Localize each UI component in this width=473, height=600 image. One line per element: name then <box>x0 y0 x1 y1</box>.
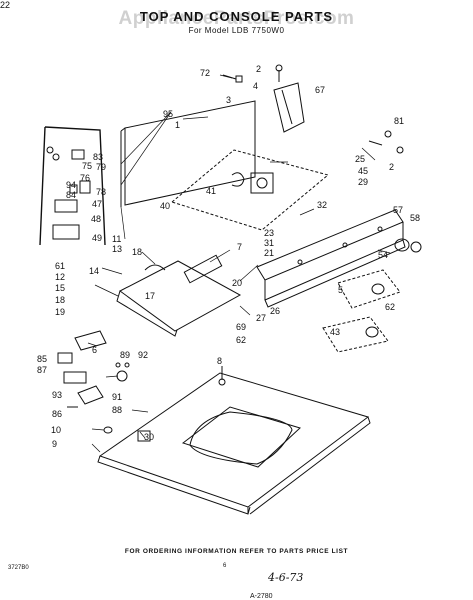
screws-top <box>222 64 404 154</box>
part-label: 67 <box>315 85 326 95</box>
part-label: 89 <box>120 350 131 360</box>
part-label: 40 <box>160 201 171 211</box>
part-label: 32 <box>317 200 328 210</box>
part-label: 18 <box>55 295 66 305</box>
part-label: 30 <box>144 432 155 442</box>
part-label: 91 <box>112 392 123 402</box>
part-label: 93 <box>52 390 63 400</box>
part-label: 4 <box>253 81 259 91</box>
part-label: 48 <box>91 214 102 224</box>
part-label: 2 <box>389 162 395 172</box>
part-label: 10 <box>51 425 62 435</box>
model-line: For Model LDB 7750W0 <box>188 26 285 35</box>
part-label: 26 <box>270 306 281 316</box>
part-label: 27 <box>256 313 267 323</box>
watermark: AppliancePartsPros.com <box>118 8 355 29</box>
part-label: 3 <box>226 95 232 105</box>
timer-motor <box>231 172 274 194</box>
part-label: 69 <box>236 322 247 332</box>
foot-30 <box>103 426 113 434</box>
part-label: 31 <box>264 238 275 248</box>
part-label: 23 <box>264 228 275 238</box>
knob-box-upper <box>337 269 401 309</box>
part-label: 22 <box>0 0 11 10</box>
part-label: 87 <box>37 365 48 375</box>
knob-box-lower <box>322 316 389 353</box>
part-label: 72 <box>200 68 211 78</box>
part-label: 76 <box>80 173 91 183</box>
part-label: 41 <box>206 186 217 196</box>
part-label: 6 <box>92 345 98 355</box>
part-label: 5 <box>338 285 344 295</box>
part-label: 75 <box>82 161 93 171</box>
part-label: 92 <box>138 350 149 360</box>
part-label: 29 <box>358 177 369 187</box>
control-bracket <box>256 209 406 308</box>
part-label: 49 <box>92 233 103 243</box>
part-label: 84 <box>66 190 77 200</box>
part-label: 9 <box>52 439 58 449</box>
dashed-cover-panel <box>170 149 330 231</box>
part-label: 62 <box>236 335 247 345</box>
console-back-panel <box>120 100 256 207</box>
knob-lower <box>365 326 379 338</box>
page-title: TOP AND CONSOLE PARTS <box>139 9 334 24</box>
part-label: 12 <box>55 272 66 282</box>
part-label: 21 <box>264 248 275 258</box>
console-lid <box>116 254 242 337</box>
part-label: 1 <box>175 120 181 130</box>
part-label: 88 <box>112 405 123 415</box>
part-label: 78 <box>96 187 107 197</box>
bracket-part <box>273 82 305 133</box>
part-label: 94 <box>66 180 77 190</box>
part-label: 62 <box>385 302 396 312</box>
part-label: 61 <box>55 261 66 271</box>
knob-upper <box>371 283 385 295</box>
component-inset <box>39 126 106 246</box>
part-label: 54 <box>378 250 389 260</box>
part-label: 83 <box>93 152 104 162</box>
part-label: 19 <box>55 307 66 317</box>
part-label: 85 <box>37 354 48 364</box>
part-label: 86 <box>52 409 63 419</box>
part-label: 2 <box>256 64 262 74</box>
document-code: 3727B0 <box>8 565 29 571</box>
leader-lines <box>87 74 391 453</box>
inset-components <box>46 146 91 240</box>
part-label: 81 <box>394 116 405 126</box>
part-label: 7 <box>237 242 243 252</box>
part-label: 13 <box>112 244 123 254</box>
left-switches <box>57 330 107 408</box>
part-label: 43 <box>330 327 341 337</box>
ordering-note: FOR ORDERING INFORMATION REFER TO PARTS … <box>124 548 349 555</box>
part-label: 79 <box>96 162 107 172</box>
part-label: 14 <box>89 266 100 276</box>
part-label: 25 <box>355 154 366 164</box>
part-label: 15 <box>55 283 66 293</box>
art-number: A-2780 <box>250 593 273 600</box>
handwritten-note: 4-6-73 <box>268 571 304 584</box>
part-label: 20 <box>232 278 243 288</box>
part-label: 8 <box>217 356 223 366</box>
part-label: 17 <box>145 291 156 301</box>
page-mark: 6 <box>223 563 227 569</box>
control-knobs <box>394 238 422 253</box>
part-label: 57 <box>393 205 404 215</box>
small-parts-92-93 <box>115 362 130 382</box>
washer-top-panel <box>97 372 371 515</box>
part-label: 58 <box>410 213 421 223</box>
part-label: 11 <box>112 234 122 244</box>
part-label: 18 <box>132 247 143 257</box>
part-label: 45 <box>358 166 369 176</box>
part-label: 47 <box>92 199 103 209</box>
part-label: 95 <box>163 109 174 119</box>
